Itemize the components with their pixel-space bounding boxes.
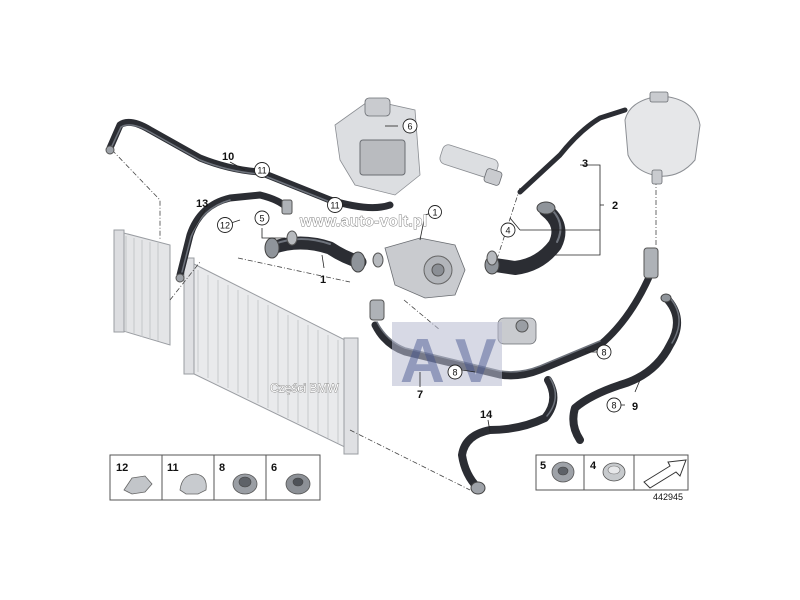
heat-exchanger — [439, 144, 503, 186]
callout-3: 3 — [582, 158, 588, 170]
radiator — [183, 257, 359, 455]
circled-callout-6: 6 — [402, 118, 418, 134]
svg-text:1: 1 — [432, 208, 437, 218]
svg-text:11: 11 — [257, 166, 266, 176]
circled-callout-4: 4 — [500, 222, 516, 238]
callout-7: 7 — [417, 389, 423, 401]
legend-box-right: 5 4 — [535, 454, 689, 491]
thermostat-housing — [384, 237, 466, 299]
circled-callout-5: 5 — [254, 210, 270, 226]
legend-left-label-1: 11 — [167, 462, 179, 474]
svg-text:V: V — [455, 327, 496, 396]
hose-2-3 — [484, 107, 628, 275]
expansion-tank — [624, 91, 701, 185]
callout-labels: 1 2 3 7 9 10 13 14 — [196, 151, 638, 421]
svg-text:8: 8 — [611, 401, 616, 411]
clamp-parts — [286, 230, 498, 268]
auxiliary-radiator — [113, 229, 171, 346]
svg-text:8: 8 — [452, 368, 457, 378]
callout-2: 2 — [612, 200, 618, 212]
svg-text:5: 5 — [259, 214, 264, 224]
hose-9 — [569, 293, 681, 444]
hose-10 — [105, 118, 394, 212]
legend-right-label-0: 5 — [540, 460, 546, 472]
legend-left-label-3: 6 — [271, 462, 277, 474]
clip-icon — [179, 473, 207, 495]
svg-text:11: 11 — [330, 201, 339, 211]
legend-box-left: 12 11 8 6 — [109, 454, 321, 501]
arrow-icon — [643, 459, 687, 489]
circled-callout-11-top: 11 — [254, 162, 270, 178]
callout-1: 1 — [320, 274, 326, 286]
svg-text:8: 8 — [601, 348, 606, 358]
svg-text:4: 4 — [505, 226, 510, 236]
legend-left-label-0: 12 — [116, 462, 128, 474]
legend-left-label-2: 8 — [219, 462, 225, 474]
diagram-number: 442945 — [653, 492, 683, 502]
reference-lines — [111, 149, 657, 491]
watermark-brand-text: Części BMW — [270, 381, 339, 395]
watermark-site-text: www.auto-volt.pl — [299, 213, 427, 230]
hose-1 — [264, 236, 367, 273]
svg-text:A: A — [400, 327, 445, 396]
legend-right-label-1: 4 — [590, 460, 597, 472]
electric-coolant-pump — [497, 317, 537, 345]
callout-10: 10 — [222, 151, 234, 163]
circled-callout-12: 12 — [217, 217, 233, 233]
coolant-pump-module — [334, 97, 421, 196]
hose-13 — [175, 191, 293, 283]
clamp-icon — [123, 475, 153, 495]
callout-13: 13 — [196, 198, 208, 210]
callout-9: 9 — [632, 401, 638, 413]
circled-callout-8-mid: 8 — [447, 364, 463, 380]
circled-callout-8-right: 8 — [596, 344, 612, 360]
svg-text:12: 12 — [220, 221, 230, 231]
callout-14: 14 — [480, 409, 493, 421]
circled-callouts: 6 11 11 12 5 1 4 8 — [217, 118, 622, 413]
circled-callout-1-small: 1 — [428, 205, 442, 219]
watermark-logo: A V — [392, 322, 502, 396]
circled-callout-8-lower: 8 — [606, 397, 622, 413]
svg-text:6: 6 — [407, 122, 412, 132]
circled-callout-11-mid: 11 — [327, 197, 343, 213]
